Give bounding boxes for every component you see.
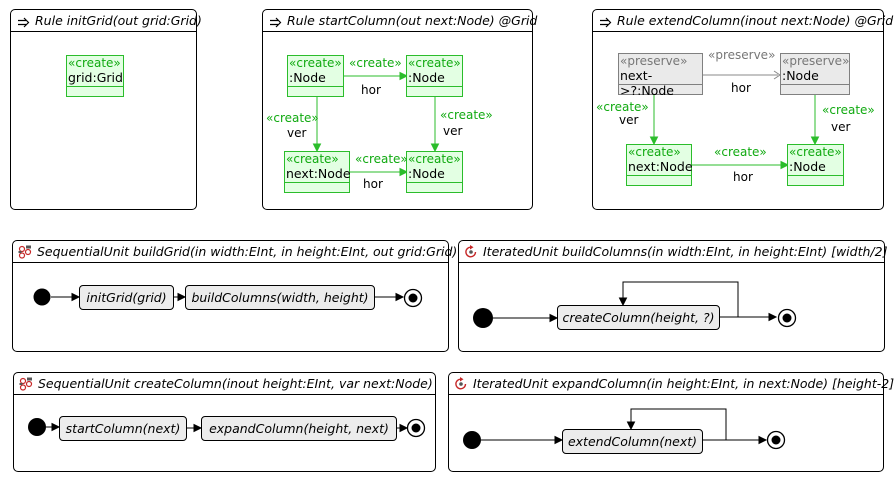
node-bottom-left[interactable]: «create» next:Node [284, 151, 351, 193]
edge-label-right: ver [831, 120, 851, 134]
node-name: grid:Grid [68, 70, 123, 85]
unit-title: IteratedUnit expandColumn(in height:EInt… [472, 376, 895, 391]
edge-label-right: ver [443, 124, 463, 138]
panel-title: IteratedUnit buildColumns(in width:EInt,… [459, 241, 888, 263]
unit-panel-expandcolumn: IteratedUnit expandColumn(in height:EInt… [448, 372, 894, 472]
edge-stereotype-left: «create» [596, 100, 649, 114]
node-top-left[interactable]: «preserve» next->?:Node [618, 53, 703, 98]
unit-panel-buildgrid: SequentialUnit buildGrid(in width:EInt, … [12, 240, 457, 352]
node-divider [407, 86, 462, 87]
panel-title: Rule extendColumn(inout next:Node) @Grid [593, 10, 893, 32]
edge-stereotype-top: «create» [349, 56, 402, 70]
rule-panel-extendcolumn: Rule extendColumn(inout next:Node) @Grid… [592, 9, 893, 210]
node-stereotype: «create» [408, 152, 461, 166]
edge-label-left: ver [619, 113, 639, 127]
node-top-right[interactable]: «create» :Node [406, 55, 463, 97]
unit-panel-createcolumn: SequentialUnit createColumn(inout height… [13, 372, 436, 472]
node-divider [627, 175, 691, 176]
final-node [406, 418, 426, 438]
node-bottom-left[interactable]: «create» next:Node [626, 144, 693, 186]
node-grid[interactable]: «create» grid:Grid [66, 55, 124, 97]
arrow-right-icon [15, 10, 31, 31]
sequential-unit-icon [17, 241, 33, 262]
panel-title: Rule initGrid(out grid:Grid) [11, 10, 202, 32]
unit-title: SequentialUnit buildGrid(in width:EInt, … [36, 244, 458, 259]
edge-label-bottom: hor [733, 170, 753, 184]
node-divider [407, 182, 462, 183]
edge-label-left: ver [287, 126, 307, 140]
node-stereotype: «create» [68, 56, 121, 70]
node-divider [788, 175, 843, 176]
step-extend-column[interactable]: extendColumn(next) [562, 429, 703, 454]
step-build-columns[interactable]: buildColumns(width, height) [185, 285, 375, 310]
rule-panel-initgrid: Rule initGrid(out grid:Grid) «create» gr… [10, 9, 202, 210]
node-top-left[interactable]: «create» :Node [287, 55, 344, 97]
edge-arrowhead-left [649, 136, 659, 146]
edge-label-top: hor [731, 81, 751, 95]
edge-stereotype-left: «create» [266, 111, 319, 125]
node-name: next:Node [628, 159, 693, 174]
step-expand-column[interactable]: expandColumn(height, next) [201, 416, 397, 441]
sequential-unit-icon [18, 373, 34, 394]
node-name: :Node [289, 70, 326, 85]
node-stereotype: «create» [789, 145, 842, 159]
final-node [766, 430, 786, 450]
node-divider [781, 84, 849, 85]
edge-stereotype-right: «create» [440, 108, 493, 122]
unit-title: SequentialUnit createColumn(inout height… [37, 376, 433, 391]
node-stereotype: «preserve» [782, 54, 850, 68]
node-name: next->?:Node [620, 68, 674, 98]
node-name: :Node [782, 68, 819, 83]
initial-node [463, 431, 481, 449]
node-divider [619, 84, 702, 85]
node-stereotype: «create» [289, 56, 342, 70]
node-divider [67, 86, 123, 87]
final-node [777, 308, 797, 328]
unit-title: IteratedUnit buildColumns(in width:EInt,… [482, 244, 888, 259]
rule-panel-startcolumn: Rule startColumn(out next:Node) @Grid «c… [262, 9, 537, 210]
edge-stereotype-bottom: «create» [355, 152, 408, 166]
edge-arrowhead-right [810, 136, 820, 146]
initial-node [473, 308, 493, 328]
edge-arrowhead-left [312, 143, 322, 153]
rule-title: Rule startColumn(out next:Node) @Grid [286, 13, 538, 28]
rule-title: Rule initGrid(out grid:Grid) [34, 13, 202, 28]
unit-panel-buildcolumns: IteratedUnit buildColumns(in width:EInt,… [458, 240, 888, 352]
node-bottom-right[interactable]: «create» :Node [787, 144, 844, 186]
arrow-right-icon [267, 10, 283, 31]
edge-label-bottom: hor [363, 177, 383, 191]
panel-title: Rule startColumn(out next:Node) @Grid [263, 10, 537, 32]
edge-arrowhead-right [430, 143, 440, 153]
node-stereotype: «create» [628, 145, 681, 159]
edge-stereotype-bottom: «create» [714, 145, 767, 159]
edge-stereotype-right: «create» [822, 103, 875, 117]
arrow-right-icon [597, 10, 613, 31]
node-name: :Node [408, 70, 445, 85]
node-divider [285, 182, 349, 183]
rule-title: Rule extendColumn(inout next:Node) @Grid [616, 13, 894, 28]
node-bottom-right[interactable]: «create» :Node [406, 151, 463, 193]
step-init-grid[interactable]: initGrid(grid) [79, 285, 174, 310]
step-start-column[interactable]: startColumn(next) [59, 416, 187, 441]
edge-label-top: hor [361, 83, 381, 97]
node-divider [288, 86, 343, 87]
panel-title: SequentialUnit buildGrid(in width:EInt, … [13, 241, 457, 263]
initial-node [28, 418, 46, 436]
edge-stereotype-top: «preserve» [708, 48, 776, 62]
node-name: :Node [789, 159, 826, 174]
node-stereotype: «create» [286, 152, 339, 166]
node-stereotype: «preserve» [620, 54, 688, 68]
node-top-right[interactable]: «preserve» :Node [780, 53, 850, 95]
final-node [403, 288, 423, 308]
node-name: :Node [408, 166, 445, 181]
panel-title: SequentialUnit createColumn(inout height… [14, 373, 435, 395]
panel-title: IteratedUnit expandColumn(in height:EInt… [449, 373, 894, 395]
initial-node [33, 288, 51, 306]
iterated-unit-icon [463, 241, 479, 262]
iterated-unit-icon [453, 373, 469, 394]
node-name: next:Node [286, 166, 351, 181]
node-stereotype: «create» [408, 56, 461, 70]
step-create-column[interactable]: createColumn(height, ?) [557, 305, 720, 330]
